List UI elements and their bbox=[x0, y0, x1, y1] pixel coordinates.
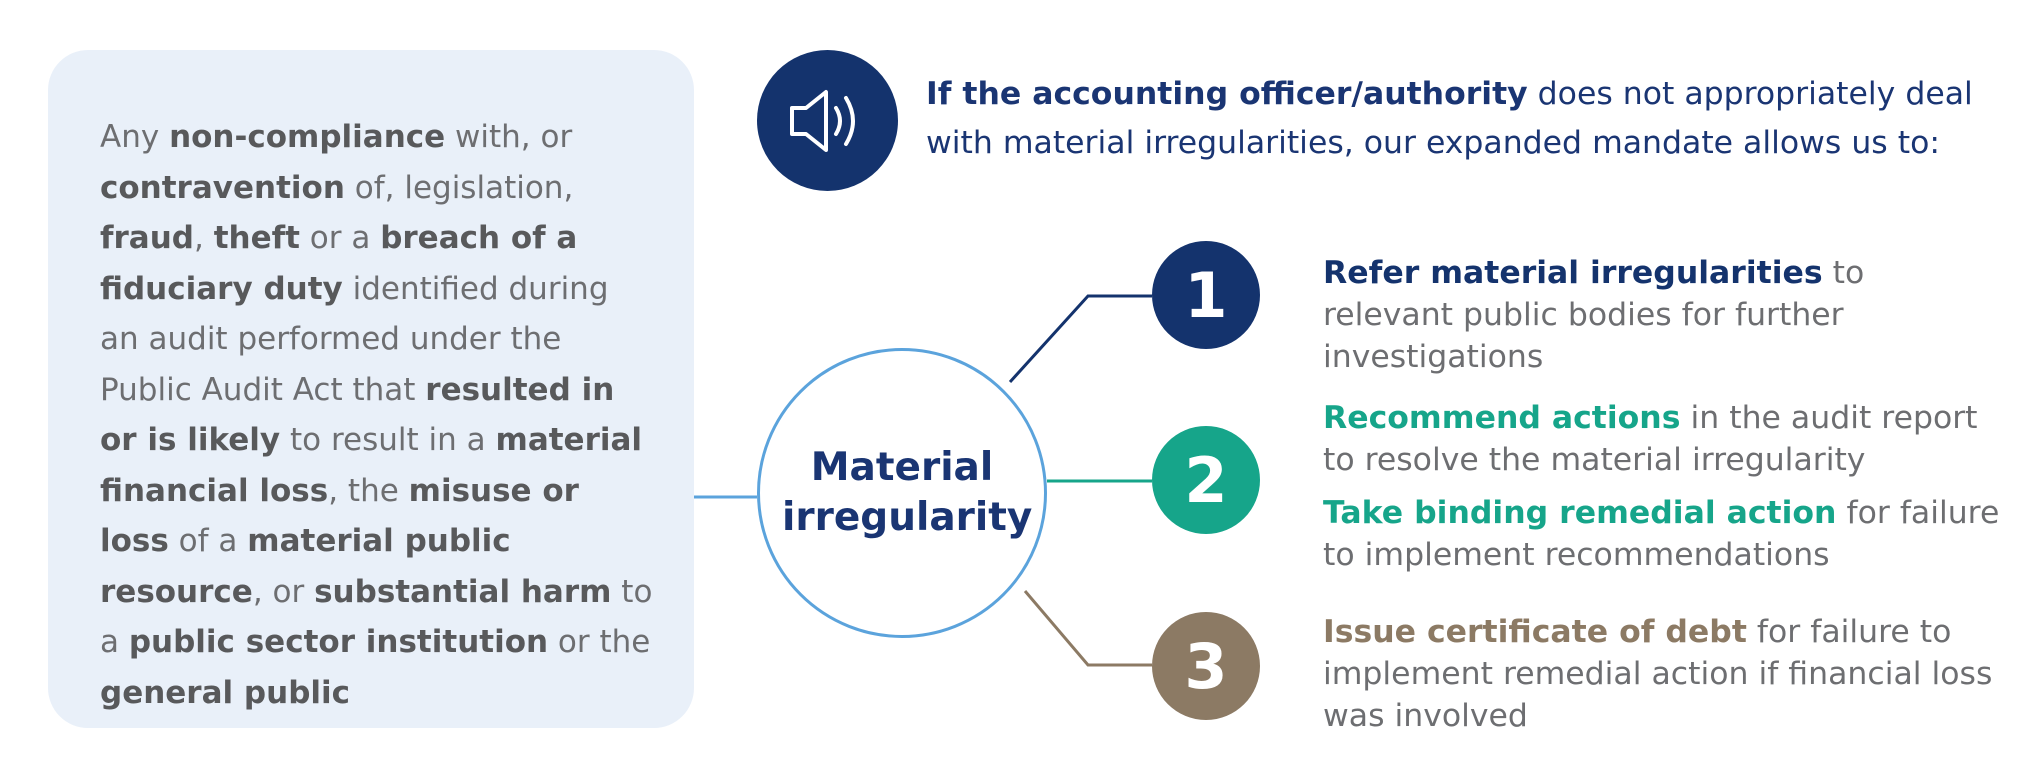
action-refer-rest: to relevant public bodies for further in… bbox=[1323, 255, 1865, 375]
definition-phrase: or the bbox=[548, 624, 651, 660]
definition-phrase: with, or bbox=[445, 119, 573, 155]
mandate-badge bbox=[757, 50, 898, 191]
action-refer-key: Refer material irregularities bbox=[1323, 255, 1823, 291]
definition-phrase: of a bbox=[168, 523, 248, 559]
step-2-badge: 2 bbox=[1152, 426, 1260, 534]
action-certificate: Issue certificate of debt for failure to… bbox=[1323, 611, 2003, 737]
connector-circle-to-step-1 bbox=[1008, 294, 1152, 384]
definition-term: fraud bbox=[100, 220, 194, 256]
definition-phrase: , or bbox=[252, 573, 315, 610]
definition-text: Any non-compliance with, or contraventio… bbox=[100, 112, 654, 718]
definition-phrase: Any bbox=[100, 119, 170, 155]
definition-phrase: or a bbox=[299, 220, 381, 256]
action-recommend-key: Recommend actions bbox=[1323, 400, 1681, 436]
definition-term: misuse or loss bbox=[100, 472, 579, 560]
definition-phrase: identified during an audit performed und… bbox=[100, 270, 609, 408]
action-recommend-rest: in the audit report to resolve the mater… bbox=[1323, 400, 1978, 478]
definition-phrase: to a bbox=[100, 573, 653, 661]
action-certificate-rest: for failure to implement remedial action… bbox=[1323, 614, 1993, 734]
definition-phrase: of, legislation, bbox=[344, 169, 574, 206]
speaker-icon bbox=[789, 89, 855, 152]
action-recommend: Recommend actions in the audit report to… bbox=[1323, 397, 2003, 481]
definition-phrase: , bbox=[193, 220, 214, 256]
action-remedial-key: Take binding remedial action bbox=[1323, 495, 1837, 531]
definition-term: material financial loss bbox=[100, 422, 643, 509]
definition-phrase: to result in a bbox=[280, 422, 496, 458]
definition-term: resulted in or is likely bbox=[100, 371, 615, 459]
material-irregularity-label: Material irregularity bbox=[782, 445, 1033, 540]
definition-term: material public resource bbox=[100, 523, 511, 610]
action-certificate-key: Issue certificate of debt bbox=[1323, 614, 1747, 650]
definition-term: theft bbox=[213, 220, 300, 256]
mandate-statement: If the accounting officer/authority does… bbox=[926, 70, 2016, 168]
definition-term: non-compliance bbox=[169, 119, 446, 155]
mandate-lead: If the accounting officer/authority bbox=[926, 76, 1528, 112]
definition-term: breach of a fiduciary duty bbox=[100, 220, 578, 307]
step-3-badge: 3 bbox=[1152, 612, 1260, 720]
definition-term: contravention bbox=[100, 169, 345, 206]
material-irregularity-node: Material irregularity bbox=[757, 348, 1047, 638]
action-refer: Refer material irregularities to relevan… bbox=[1323, 252, 2003, 378]
definition-phrase: , the bbox=[328, 472, 409, 509]
definition-card: Any non-compliance with, or contraventio… bbox=[48, 50, 694, 728]
action-remedial: Take binding remedial action for failure… bbox=[1323, 492, 2003, 576]
definition-term: general public bbox=[100, 674, 351, 711]
definition-term: public sector institution bbox=[128, 624, 549, 660]
definition-term: substantial harm bbox=[314, 573, 612, 610]
step-1-badge: 1 bbox=[1152, 241, 1260, 349]
mandate-rest: does not appropriately deal with materia… bbox=[926, 76, 1973, 161]
connector-circle-to-step-3 bbox=[1023, 590, 1152, 667]
action-remedial-rest: for failure to implement recommendations bbox=[1323, 495, 2000, 573]
